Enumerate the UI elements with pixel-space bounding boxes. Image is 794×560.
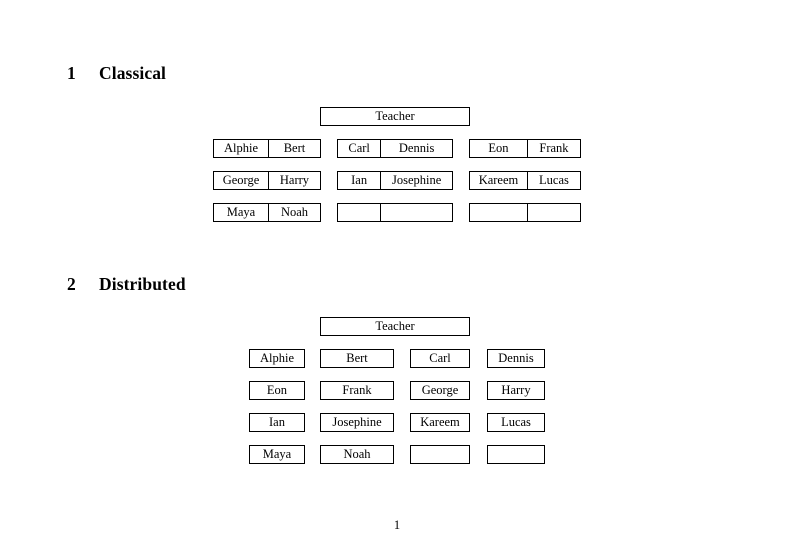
name-box: Alphie <box>249 349 305 368</box>
table-row: Eon Frank <box>469 139 581 158</box>
name-box: Dennis <box>487 349 545 368</box>
name-box: Ian <box>249 413 305 432</box>
name-cell-empty <box>470 204 527 221</box>
table-row: Maya Noah <box>213 203 321 222</box>
section-number: 1 <box>67 63 76 83</box>
section-title: Classical <box>99 63 167 83</box>
name-cell: Ian <box>351 173 368 187</box>
name-cell: Carl <box>348 141 370 155</box>
name-cell-empty <box>526 204 580 221</box>
name-cell: Harry <box>267 172 320 189</box>
teacher-box-classical: Teacher <box>320 107 470 126</box>
name-cell: Alphie <box>223 141 258 155</box>
name-cell: Frank <box>526 140 580 157</box>
name-box: Eon <box>249 381 305 400</box>
table-row: Ian Josephine <box>337 171 453 190</box>
name-box-empty <box>487 445 545 464</box>
table-row: Kareem Lucas <box>469 171 581 190</box>
name-cell-empty <box>338 204 380 221</box>
name-cell: Noah <box>267 204 320 221</box>
name-box: Lucas <box>487 413 545 432</box>
name-cell: Josephine <box>380 172 452 189</box>
name-cell: George <box>222 173 260 187</box>
name-cell: Maya <box>226 205 256 219</box>
name-cell: Kareem <box>478 173 519 187</box>
name-box: Josephine <box>320 413 394 432</box>
name-cell-empty <box>380 204 452 221</box>
name-box: Bert <box>320 349 394 368</box>
name-box: Maya <box>249 445 305 464</box>
name-box-empty <box>410 445 470 464</box>
table-row: Carl Dennis <box>337 139 453 158</box>
teacher-box-distributed: Teacher <box>320 317 470 336</box>
table-row: George Harry <box>213 171 321 190</box>
name-cell: Eon <box>488 141 509 155</box>
name-box: Carl <box>410 349 470 368</box>
name-box: Frank <box>320 381 394 400</box>
section-heading-distributed: 2 Distributed <box>67 274 186 294</box>
name-box: Kareem <box>410 413 470 432</box>
section-heading-classical: 1 Classical <box>67 63 167 83</box>
name-cell: Bert <box>267 140 320 157</box>
name-cell: Lucas <box>526 172 580 189</box>
section-title: Distributed <box>99 274 186 294</box>
name-box: Noah <box>320 445 394 464</box>
name-box: Harry <box>487 381 545 400</box>
name-cell: Dennis <box>380 140 452 157</box>
table-row <box>337 203 453 222</box>
page-number: 1 <box>393 518 401 532</box>
table-row: Alphie Bert <box>213 139 321 158</box>
name-box: George <box>410 381 470 400</box>
table-row <box>469 203 581 222</box>
section-number: 2 <box>67 274 76 294</box>
